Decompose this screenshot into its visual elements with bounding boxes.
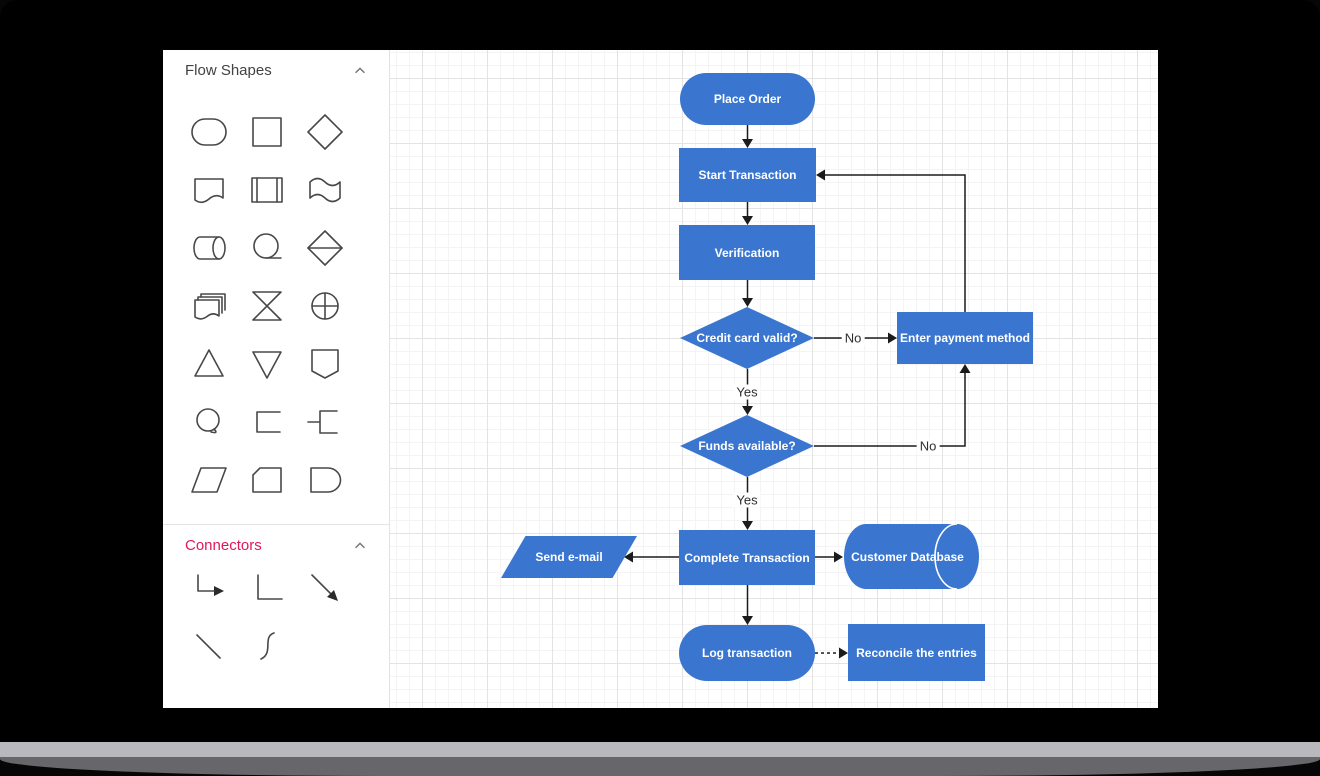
node-start-transaction[interactable]: Start Transaction bbox=[679, 148, 816, 202]
annotation-2-shape-icon[interactable] bbox=[305, 402, 345, 442]
connector-start-verification[interactable] bbox=[742, 202, 753, 225]
decision-shape-icon[interactable] bbox=[305, 112, 345, 152]
connectors-grid bbox=[163, 568, 389, 666]
node-label: Start Transaction bbox=[698, 168, 797, 182]
cylinder-shape bbox=[844, 523, 979, 590]
collate-shape-icon[interactable] bbox=[247, 286, 287, 326]
edge-label-yes[interactable]: Yes bbox=[733, 492, 761, 508]
edge-label-no[interactable]: No bbox=[916, 438, 940, 454]
node-place-order[interactable]: Place Order bbox=[680, 73, 815, 125]
node-complete-transaction[interactable]: Complete Transaction bbox=[679, 530, 815, 585]
node-label: Place Order bbox=[713, 92, 782, 106]
connector-funds-no-enterpayment[interactable] bbox=[814, 364, 971, 447]
straight-plain-connector-icon[interactable] bbox=[189, 626, 229, 666]
connector-complete-logtransaction[interactable] bbox=[742, 585, 753, 625]
palette-divider bbox=[163, 524, 389, 525]
node-enter-payment-method[interactable]: Enter payment method bbox=[897, 312, 1033, 364]
bracket-annotation-shape-icon[interactable] bbox=[247, 402, 287, 442]
chevron-up-icon[interactable] bbox=[353, 539, 367, 553]
card-shape-icon[interactable] bbox=[247, 460, 287, 500]
connectors-title: Connectors bbox=[185, 537, 262, 554]
loop-annotation-shape-icon[interactable] bbox=[189, 402, 229, 442]
edge-label-no[interactable]: No bbox=[841, 330, 865, 346]
sequential-data-shape-icon[interactable] bbox=[247, 228, 287, 268]
node-label: Funds available? bbox=[698, 439, 796, 453]
diagram-canvas[interactable]: Place Order Start Transaction Verificati… bbox=[390, 50, 1158, 708]
or-junction-shape-icon[interactable] bbox=[305, 286, 345, 326]
connectors-header[interactable]: Connectors bbox=[163, 525, 389, 554]
multi-document-shape-icon[interactable] bbox=[189, 286, 229, 326]
connector-placeorder-start[interactable] bbox=[742, 125, 753, 148]
predefined-process-shape-icon[interactable] bbox=[247, 170, 287, 210]
straight-arrow-connector-icon[interactable] bbox=[305, 568, 345, 608]
off-page-reference-shape-icon[interactable] bbox=[305, 344, 345, 384]
orthogonal-arrow-connector-icon[interactable] bbox=[189, 568, 229, 608]
connector-verification-credit[interactable] bbox=[742, 280, 753, 307]
node-label: Enter payment method bbox=[899, 331, 1031, 345]
node-label: Log transaction bbox=[701, 646, 792, 660]
node-label: Verification bbox=[714, 245, 780, 260]
connectors-layer bbox=[624, 125, 971, 659]
node-customer-database[interactable]: Customer Database bbox=[843, 523, 980, 590]
extract-shape-icon[interactable] bbox=[189, 344, 229, 384]
connector-complete-sendemail[interactable] bbox=[624, 551, 679, 563]
edge-label-yes[interactable]: Yes bbox=[733, 384, 761, 400]
app-screen: Flow Shapes bbox=[163, 50, 1158, 708]
merge-shape-icon[interactable] bbox=[247, 344, 287, 384]
process-shape-icon[interactable] bbox=[247, 112, 287, 152]
laptop-base-top bbox=[0, 742, 1320, 757]
node-verification[interactable]: Verification bbox=[679, 225, 815, 280]
terminator-shape-icon[interactable] bbox=[189, 112, 229, 152]
node-log-transaction[interactable]: Log transaction bbox=[679, 625, 815, 681]
laptop-base-bottom bbox=[0, 757, 1320, 776]
node-reconcile-entries[interactable]: Reconcile the entries bbox=[848, 624, 985, 681]
flow-shapes-header[interactable]: Flow Shapes bbox=[163, 50, 389, 79]
document-shape-icon[interactable] bbox=[189, 170, 229, 210]
flow-shapes-title: Flow Shapes bbox=[185, 62, 272, 79]
node-label: Send e-mail bbox=[535, 550, 603, 564]
flow-shapes-grid bbox=[163, 112, 389, 500]
node-label: Complete Transaction bbox=[684, 550, 810, 565]
shape-palette: Flow Shapes bbox=[163, 50, 390, 708]
paper-tape-shape-icon[interactable] bbox=[305, 170, 345, 210]
node-label: Credit card valid? bbox=[696, 331, 798, 345]
node-label: Reconcile the entries bbox=[856, 645, 977, 660]
connector-enterpayment-start-feedback[interactable] bbox=[816, 169, 966, 313]
bezier-curve-connector-icon[interactable] bbox=[247, 626, 287, 666]
chevron-up-icon[interactable] bbox=[353, 64, 367, 78]
connector-log-reconcile-dashed[interactable] bbox=[815, 647, 848, 659]
data-parallelogram-shape-icon[interactable] bbox=[189, 460, 229, 500]
sort-shape-icon[interactable] bbox=[305, 228, 345, 268]
connector-complete-customerdb[interactable] bbox=[815, 551, 843, 563]
direct-data-shape-icon[interactable] bbox=[189, 228, 229, 268]
delay-shape-icon[interactable] bbox=[305, 460, 345, 500]
orthogonal-plain-connector-icon[interactable] bbox=[247, 568, 287, 608]
